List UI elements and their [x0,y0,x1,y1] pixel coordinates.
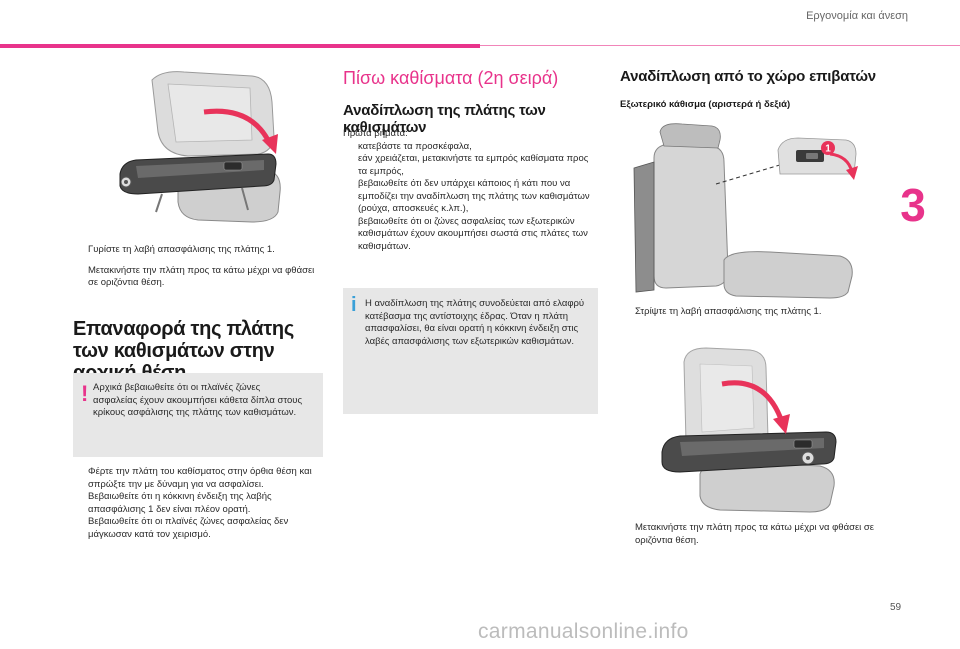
step-text: Γυρίστε τη λαβή απασφάλισης της πλάτης 1… [88,244,275,255]
subsection-title: Εξωτερικό κάθισμα (αριστερά ή δεξιά) [620,99,791,110]
fold-steps-list: Γυρίστε τη λαβή απασφάλισης της πλάτης 1… [73,244,323,290]
callout-label: 1 [825,144,831,155]
step-text: Φέρτε την πλάτη του καθίσματος στην όρθι… [88,466,312,490]
intro-text: Πρώτα βήματα: [343,128,408,139]
section-title-passenger: Αναδίπλωση από το χώρο επιβατών [620,68,876,85]
list-item: Βεβαιωθείτε ότι η κόκκινη ένδειξη της λα… [73,491,325,516]
seat-fold-down-illustration [640,342,860,516]
list-item: βεβαιωθείτε ότι οι ζώνες ασφαλείας των ε… [343,216,598,254]
list-item: Φέρτε την πλάτη του καθίσματος στην όρθι… [73,466,325,491]
step-text: βεβαιωθείτε ότι οι ζώνες ασφαλείας των ε… [358,215,588,252]
warning-icon: ! [81,381,89,406]
chapter-number: 3 [900,179,926,231]
step-text: βεβαιωθείτε ότι δεν υπάρχει κάποιος ή κά… [358,178,590,214]
step-text: Μετακινήστε την πλάτη προς τα κάτω μέχρι… [635,522,875,546]
list-item: Μετακινήστε την πλάτη προς τα κάτω μέχρι… [73,265,323,290]
page-number: 59 [890,602,902,613]
list-item: εάν χρειάζεται, μετακινήστε τα εμπρός κα… [343,153,598,178]
info-icon: i [351,294,357,316]
header-accent-bar [0,44,480,48]
step-text: εάν χρειάζεται, μετακινήστε τα εμπρός κα… [358,153,589,177]
list-item: Στρίψτε τη λαβή απασφάλισης της πλάτης 1… [620,306,882,319]
list-item: βεβαιωθείτε ότι δεν υπάρχει κάποιος ή κά… [343,178,598,216]
step-text: Στρίψτε τη λαβή απασφάλισης της πλάτης 1… [635,306,822,317]
lever-steps-list: Στρίψτε τη λαβή απασφάλισης της πλάτης 1… [620,306,882,319]
watermark: carmanualsonline.info [478,620,689,643]
info-note-text: Η αναδίπλωση της πλάτης συνοδεύεται από … [365,298,585,347]
first-steps-list: Πρώτα βήματα: κατεβάστε τα προσκέφαλα, ε… [343,128,598,253]
list-item: Βεβαιωθείτε ότι οι πλαϊνές ζώνες ασφαλεί… [73,516,325,541]
restore-steps-list: Φέρτε την πλάτη του καθίσματος στην όρθι… [73,466,325,541]
step-text: Βεβαιωθείτε ότι η κόκκινη ένδειξη της λα… [88,491,272,515]
step-text: κατεβάστε τα προσκέφαλα, [358,140,472,152]
subsection-title: Αναδίπλωση της πλάτης των καθισμάτων [343,102,546,136]
section-title: Εργονομία και άνεση [806,10,908,22]
warning-note-box: ! Αρχικά βεβαιωθείτε ότι οι πλαϊνές ζώνε… [73,373,323,457]
seat-lever-illustration: 1 [620,120,870,300]
list-item: Γυρίστε τη λαβή απασφάλισης της πλάτης 1… [73,244,323,257]
warning-note-text: Αρχικά βεβαιωθείτε ότι οι πλαϊνές ζώνες … [93,382,303,418]
header-rule [480,45,960,46]
seat-fold-illustration [92,62,292,232]
section-title-rear-seats: Πίσω καθίσματα (2η σειρά) [343,68,559,88]
info-note-box: i Η αναδίπλωση της πλάτης συνοδεύεται απ… [343,288,598,414]
list-item: κατεβάστε τα προσκέφαλα, [343,141,598,154]
list-item: Μετακινήστε την πλάτη προς τα κάτω μέχρι… [620,522,882,547]
step-text: Μετακινήστε την πλάτη προς τα κάτω μέχρι… [88,264,315,289]
step-text: Βεβαιωθείτε ότι οι πλαϊνές ζώνες ασφαλεί… [88,516,289,540]
lever-fold-steps-list: Μετακινήστε την πλάτη προς τα κάτω μέχρι… [620,522,882,547]
